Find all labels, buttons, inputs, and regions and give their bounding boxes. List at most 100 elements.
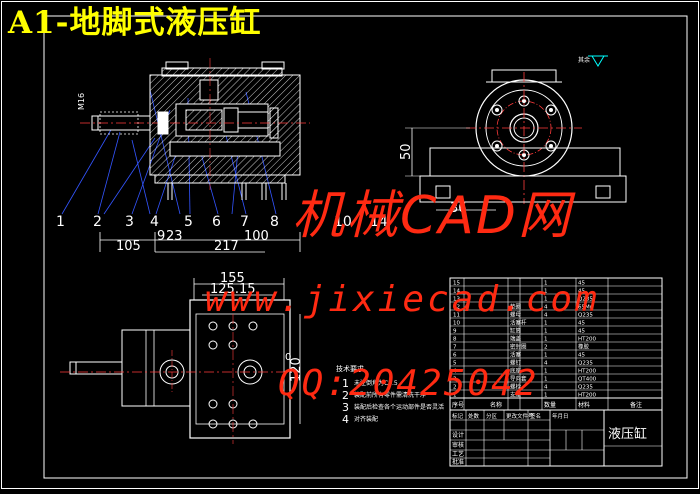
drawing-name: 液压缸 [608, 426, 647, 442]
bom-name: 支座 [510, 391, 522, 399]
roughness-symbol-icon [591, 55, 605, 67]
bom-no: 2 [453, 385, 457, 391]
svg-text:审核: 审核 [452, 441, 464, 449]
balloon-6: 6 [212, 214, 221, 230]
bom-no: 12 [453, 305, 460, 311]
bom-no: 8 [453, 337, 457, 343]
svg-text:批准: 批准 [452, 458, 464, 466]
side-end-view[interactable]: 50 36 其余 [399, 55, 627, 216]
dim-125-15: 125.15 [210, 282, 256, 297]
bom-no: 14 [453, 289, 460, 295]
dim-100: 100 [244, 229, 269, 244]
bom-no: 13 [453, 297, 460, 303]
balloon-3: 3 [125, 214, 134, 230]
dim-0: 0 [285, 352, 291, 363]
bom-header: 序号 名称 数量 材料 备注 [452, 401, 642, 409]
bom-material: 65Mn [578, 305, 594, 311]
bom-no: 9 [453, 329, 457, 335]
bom-material: Q235 [578, 297, 593, 303]
drawing-title: A1-地脚式液压缸 [8, 5, 262, 41]
svg-text:签名: 签名 [530, 412, 541, 420]
bom-no: 6 [453, 353, 457, 359]
bom-qty: 4 [544, 361, 548, 367]
bom-qty: 4 [544, 305, 548, 311]
role-cells: 设计 审核 工艺 批准 [452, 431, 464, 466]
bom-material: 45 [578, 353, 585, 359]
dim-23: 23 [166, 229, 183, 244]
req-text-1: 未注倒角为C0.5 [354, 379, 398, 387]
bom-qty: 4 [544, 313, 548, 319]
dim-105: 105 [116, 239, 141, 254]
bom-material: 45 [578, 289, 585, 295]
bom-qty: 2 [544, 345, 548, 351]
bom-material: 45 [578, 321, 585, 327]
bom-no: 5 [453, 361, 457, 367]
bom-qty: 1 [544, 353, 548, 359]
watermark-qq: QQ:20425042 [278, 363, 539, 404]
sign-cells: 标记 处数 分区 更改文件号 签名 年月日 [452, 412, 569, 420]
svg-text:工艺: 工艺 [452, 450, 464, 458]
bom-name: 底座 [510, 367, 522, 375]
roughness-note: 其余 [578, 56, 590, 64]
watermark-url: www.jixiecad.com [205, 279, 600, 320]
req-text-2: 装配前所有零件需清洗干净 [354, 391, 426, 399]
svg-text:处数: 处数 [468, 412, 480, 420]
svg-text:分区: 分区 [486, 412, 498, 420]
bom-name: 螺母 [510, 311, 522, 319]
bom-header-cell: 材料 [578, 401, 590, 409]
title-grid [450, 410, 662, 466]
bom-name: 螺栓 [510, 383, 522, 391]
dim-9: 9 [157, 229, 165, 244]
dim-36: 36 [450, 201, 467, 216]
part-balloons: 1 2 3 4 5 6 7 8 10 14 [56, 214, 388, 230]
bom-qty: 1 [544, 393, 548, 399]
bom-header-cell: 数量 [544, 401, 556, 409]
svg-text:设计: 设计 [452, 431, 464, 439]
bom-material: Q235 [578, 361, 593, 367]
bom-qty: 1 [544, 369, 548, 375]
bom-no: 10 [453, 321, 460, 327]
bom-no: 15 [453, 281, 460, 287]
bom-header-cell: 名称 [490, 401, 502, 409]
svg-text:标记: 标记 [452, 412, 464, 420]
req-num-2: 2 [342, 389, 349, 402]
tech-heading: 技术要求 [336, 364, 364, 373]
m16-label: M16 [77, 93, 86, 110]
bom-name: 缸筒 [510, 327, 522, 335]
bom-material: Q235 [578, 385, 593, 391]
inner-frame [43, 15, 688, 479]
bom-header-cell: 备注 [630, 401, 642, 409]
bom-material: QT400 [578, 377, 597, 383]
bom-name: 活塞 [510, 351, 522, 359]
dim-155: 155 [220, 271, 245, 286]
top-plan-view[interactable]: 155 125.15 120 0 [60, 271, 304, 444]
dim-120: 120 [289, 357, 304, 382]
bom-name: 导向套 [510, 375, 527, 383]
front-dims: 105 9 23 217 100 [116, 229, 269, 254]
bom-qty: 1 [544, 329, 548, 335]
bom-material: HT200 [578, 337, 596, 343]
bom-qty: 1 [544, 289, 548, 295]
bom-name: 螺钉 [510, 359, 522, 367]
balloon-5: 5 [184, 214, 193, 230]
bom-material: 45 [578, 329, 585, 335]
bom-material: Q235 [578, 313, 593, 319]
dim-50: 50 [399, 143, 414, 160]
bom-no: 11 [453, 313, 460, 319]
bom-qty: 1 [544, 321, 548, 327]
bom-header-cell: 序号 [452, 401, 464, 409]
bom-name: 垫圈 [510, 303, 522, 311]
bom-qty: 1 [544, 297, 548, 303]
bom-qty: 1 [544, 337, 548, 343]
watermark-site-name: 机械CAD网 [292, 186, 572, 246]
bom-material: HT200 [578, 393, 596, 399]
req-num-1: 1 [342, 377, 349, 390]
svg-text:年月日: 年月日 [552, 412, 569, 420]
bom-qty: 4 [544, 385, 548, 391]
front-section-view[interactable]: M16 1 2 3 4 5 6 7 8 10 14 105 9 23 217 [56, 58, 388, 254]
